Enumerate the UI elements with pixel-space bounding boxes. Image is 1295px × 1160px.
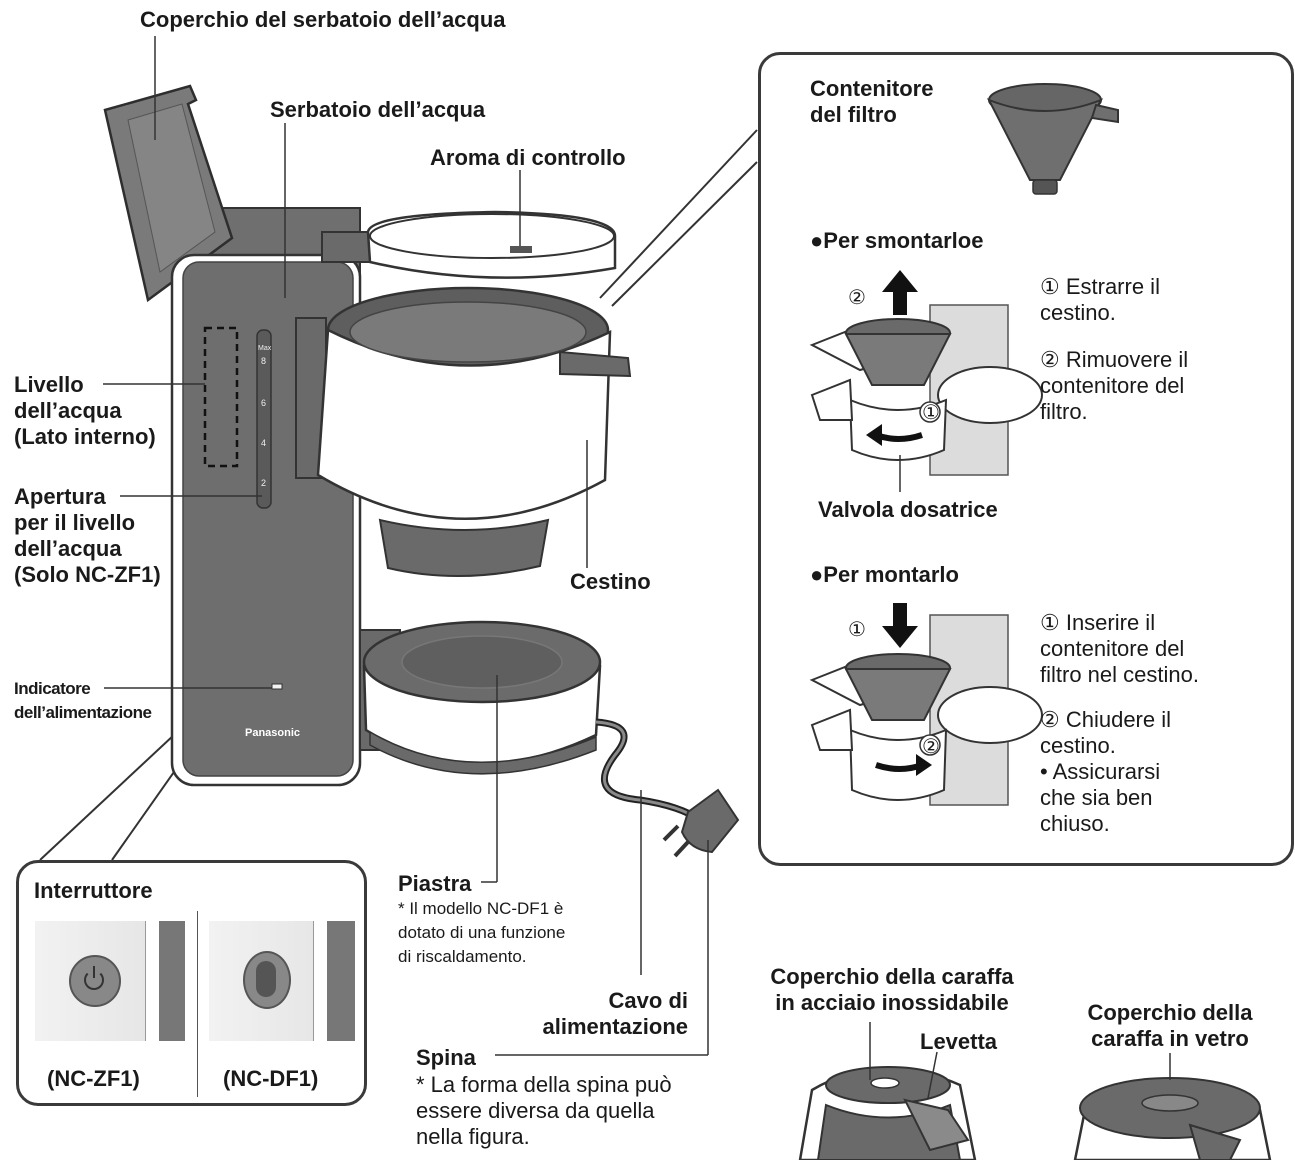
nc-df1-label: (NC-DF1) (223, 1066, 319, 1091)
attach-step-1-marker: ① (848, 619, 866, 641)
plug-note: * La forma della spina può essere divers… (416, 1072, 672, 1149)
attach-step-2-marker: ② (922, 736, 940, 758)
glass-carafe-illustration (1073, 1077, 1272, 1160)
water-tank-lid-label: Coperchio del serbatoio dell’acqua (140, 7, 506, 32)
coffee-maker-illustration (103, 84, 740, 858)
filter-holder-illustration (986, 83, 1119, 195)
attach-step-2: ② Chiudere il cestino. • Assicurarsi che… (1040, 707, 1172, 836)
power-cord-label: Cavo di alimentazione (542, 988, 688, 1039)
scale-2: 2 (261, 478, 267, 488)
remove-illustration (809, 270, 1043, 476)
lever-label: Levetta (920, 1029, 998, 1054)
filter-holder-title: Contenitore del filtro (810, 76, 934, 127)
attach-step-1: ① Inserire il contenitore del filtro nel… (1040, 610, 1199, 687)
remove-step-1: ① Estrarre il cestino. (1040, 274, 1160, 325)
steel-carafe-lid-label: Coperchio della caraffa in acciaio inoss… (770, 964, 1014, 1015)
water-level-label: Livello dell’acqua (Lato interno) (14, 372, 156, 449)
nc-df1-switch-panel (209, 921, 355, 1041)
steel-carafe-illustration (798, 1066, 977, 1160)
glass-carafe-lid-label: Coperchio della caraffa in vetro (1087, 1000, 1253, 1051)
water-level-window-label: Apertura per il livello dell’acqua (Solo… (14, 484, 161, 587)
switch-box-title: Interruttore (34, 878, 153, 903)
filter-holder-box (758, 52, 1294, 866)
brand-logo: Panasonic (245, 727, 301, 739)
aroma-control-label: Aroma di controllo (430, 145, 626, 170)
power-button-icon (69, 955, 121, 1007)
attach-heading: ●Per montarlo (810, 562, 959, 587)
attach-illustration (809, 603, 1043, 806)
nc-zf1-label: (NC-ZF1) (47, 1066, 140, 1091)
switch-box-divider (197, 911, 198, 1097)
scale-6: 6 (261, 398, 267, 408)
hot-plate-label: Piastra (398, 871, 472, 896)
nc-zf1-switch-panel (35, 921, 185, 1041)
remove-step-1-marker: ① (922, 402, 940, 424)
scale-4: 4 (261, 438, 267, 448)
remove-step-2: ② Rimuovere il contenitore del filtro. (1040, 347, 1189, 424)
valve-label: Valvola dosatrice (818, 497, 998, 522)
hot-plate-note: * Il modello NC-DF1 è dotato di una funz… (398, 899, 566, 966)
power-indicator-label: Indicatore dell’alimentazione (14, 679, 152, 722)
plug-label: Spina (416, 1045, 476, 1070)
water-tank-label: Serbatoio dell’acqua (270, 97, 486, 122)
basket-label: Cestino (570, 569, 651, 594)
remove-step-2-marker: ② (848, 287, 866, 309)
scale-max: Max (258, 345, 272, 352)
remove-heading: ●Per smontarloe (810, 228, 984, 253)
scale-8: 8 (261, 356, 267, 366)
rocker-switch-icon (243, 951, 291, 1009)
switch-box: Interruttore (NC-ZF1) (NC-DF1) (16, 860, 367, 1106)
